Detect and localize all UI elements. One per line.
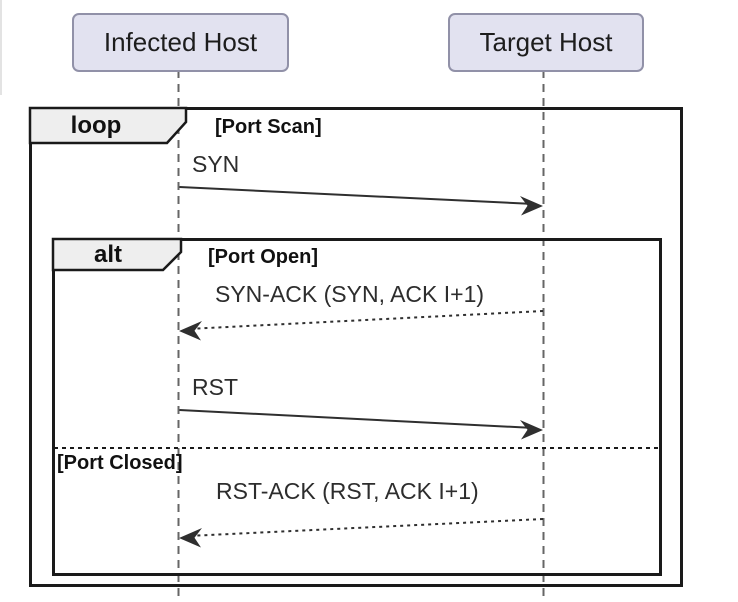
loop-operator-label: loop [70,112,122,139]
message-arrow-syn [179,186,543,216]
alt-frame-border [52,238,662,576]
participant-target-host-label: Target Host [479,27,613,57]
alt-condition-label: [Port Open] [208,246,318,268]
syn-ack-arrowhead [179,321,202,341]
participant-target-host: Target Host [448,13,644,72]
loop-operator-pentagon [28,106,188,145]
page-edge-line [0,0,2,95]
message-label-syn: SYN [192,151,240,177]
message-arrow-rst-ack [179,518,544,548]
loop-condition-label: [Port Scan] [215,116,322,138]
alt-operator-label: alt [93,241,122,268]
alt-else-condition-label: [Port Closed] [57,452,183,474]
rst-ack-arrowhead [179,528,202,548]
participant-infected-host: Infected Host [72,13,289,72]
rst-arrowhead [520,420,543,440]
message-label-rst-ack: RST-ACK (RST, ACK I+1) [216,478,479,504]
participant-infected-host-label: Infected Host [103,27,258,57]
syn-arrowhead [520,196,543,216]
loop-frame-border [29,107,683,587]
message-arrow-syn-ack [179,310,544,341]
alt-operator-pentagon [51,237,183,272]
message-arrow-rst [179,409,543,440]
message-label-syn-ack: SYN-ACK (SYN, ACK I+1) [215,281,485,307]
message-label-rst: RST [192,374,238,400]
